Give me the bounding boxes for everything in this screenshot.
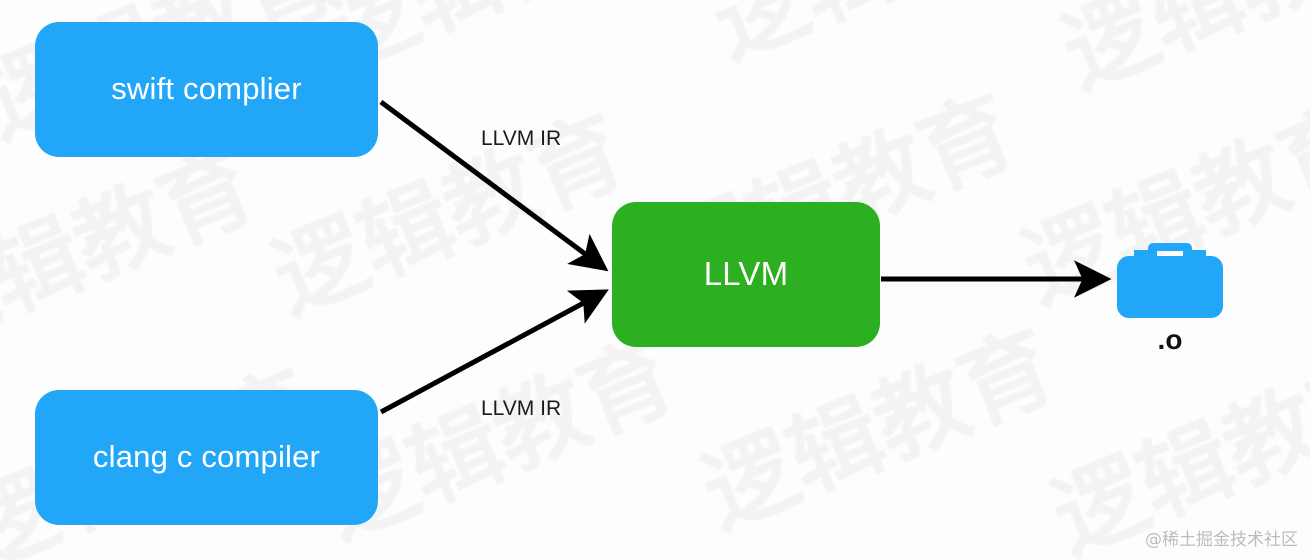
node-clang-c-compiler[interactable]: clang c compiler (35, 390, 378, 525)
credit-watermark: @稀土掘金技术社区 (1145, 530, 1298, 550)
node-llvm[interactable]: LLVM (612, 202, 880, 347)
node-clang-c-compiler-label: clang c compiler (92, 439, 321, 475)
node-llvm-label: LLVM (703, 255, 789, 293)
object-file-label: .o (1157, 324, 1183, 355)
edge-clang-to-llvm (379, 289, 609, 415)
briefcase-icon (1117, 243, 1223, 318)
node-swift-compiler[interactable]: swift complier (35, 22, 378, 157)
edge-label-llvm-ir-bottom: LLVM IR (481, 397, 562, 420)
edge-swift-to-llvm (379, 99, 609, 272)
node-swift-compiler-label: swift complier (111, 71, 302, 107)
edge-label-llvm-ir-top: LLVM IR (481, 127, 562, 150)
object-file-artifact: .o (1112, 232, 1228, 382)
